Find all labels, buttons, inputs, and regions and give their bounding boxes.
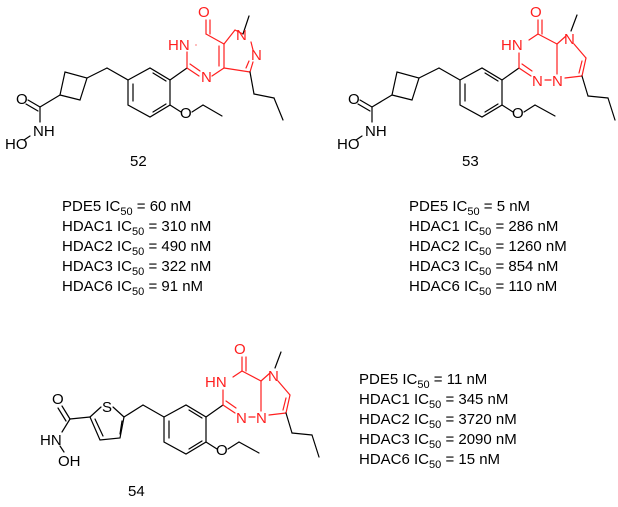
compound-label-54: 54	[128, 483, 145, 500]
core-carbonyl-oxygen-atom: O	[234, 341, 246, 358]
core-n-bridge-atom: N	[256, 410, 267, 427]
core-n-bridge-atom: N	[552, 73, 563, 90]
ic50-row-hdac6: HDAC6 IC50 = 91 nM	[62, 278, 204, 298]
carbonyl-oxygen-atom: O	[52, 391, 64, 408]
core-n-methyl-atom: N	[236, 27, 247, 44]
core-n-pyrazole-atom: N	[251, 47, 262, 64]
core-n-methyl-atom: N	[564, 31, 575, 48]
carbonyl-oxygen-atom: O	[16, 91, 28, 108]
ic50-row-hdac2: HDAC2 IC50 = 1260 nM	[409, 238, 567, 258]
core-n-pyrimidine-atom: N	[201, 69, 212, 86]
ic50-row-hdac3: HDAC3 IC50 = 854 nM	[409, 258, 559, 278]
core-carbonyl-oxygen-atom: O	[198, 4, 210, 21]
ic50-row-hdac2: HDAC2 IC50 = 490 nM	[62, 238, 212, 258]
ic50-row-hdac1: HDAC1 IC50 = 345 nM	[359, 391, 509, 411]
amide-hn-atom: HN	[40, 432, 62, 449]
compound-54-structure: O HN OH S O O HN N N N	[40, 341, 320, 470]
hydroxyl-atom: HO	[337, 136, 360, 153]
core-n-triazine-atom: N	[532, 73, 543, 90]
ic50-row-pde5: PDE5 IC50 = 5 nM	[409, 198, 531, 218]
hydroxyl-atom: HO	[5, 136, 28, 153]
ic50-row-hdac1: HDAC1 IC50 = 286 nM	[409, 218, 559, 238]
core-hn-atom: HN	[168, 37, 190, 54]
ether-oxygen-atom: O	[180, 105, 192, 122]
ic50-row-pde5: PDE5 IC50 = 60 nM	[62, 198, 192, 218]
core-hn-atom: HN	[501, 37, 523, 54]
ic50-row-pde5: PDE5 IC50 = 11 nM	[359, 371, 488, 391]
ic50-table-54: PDE5 IC50 = 11 nM HDAC1 IC50 = 345 nM HD…	[359, 370, 517, 471]
ic50-row-hdac6: HDAC6 IC50 = 110 nM	[409, 278, 558, 298]
carbonyl-oxygen-atom: O	[348, 91, 360, 108]
compound-label-52: 52	[130, 153, 147, 170]
ic50-row-hdac3: HDAC3 IC50 = 2090 nM	[359, 431, 517, 451]
core-n-methyl-atom: N	[268, 368, 279, 385]
ic50-table-53: PDE5 IC50 = 5 nM HDAC1 IC50 = 286 nM HDA…	[409, 197, 567, 298]
hydroxyl-atom: OH	[58, 453, 81, 470]
compound-label-53: 53	[462, 153, 479, 170]
ic50-row-hdac6: HDAC6 IC50 = 15 nM	[359, 451, 501, 471]
amide-nh-atom: NH	[365, 123, 387, 140]
ic50-table-52: PDE5 IC50 = 60 nM HDAC1 IC50 = 310 nM HD…	[62, 197, 212, 298]
ether-oxygen-atom: O	[216, 442, 228, 459]
core-carbonyl-oxygen-atom: O	[530, 4, 542, 21]
compound-53-structure: O NH HO O O HN N N N	[337, 4, 616, 153]
ic50-row-hdac3: HDAC3 IC50 = 322 nM	[62, 258, 212, 278]
ether-oxygen-atom: O	[512, 105, 524, 122]
core-n-triazine-atom: N	[236, 410, 247, 427]
compound-52-structure: O NH HO O O HN N N N	[5, 4, 284, 153]
thiophene-sulfur-atom: S	[102, 399, 112, 416]
ic50-row-hdac1: HDAC1 IC50 = 310 nM	[62, 218, 212, 238]
ic50-row-hdac2: HDAC2 IC50 = 3720 nM	[359, 411, 517, 431]
core-hn-atom: HN	[205, 374, 227, 391]
amide-nh-atom: NH	[33, 123, 55, 140]
